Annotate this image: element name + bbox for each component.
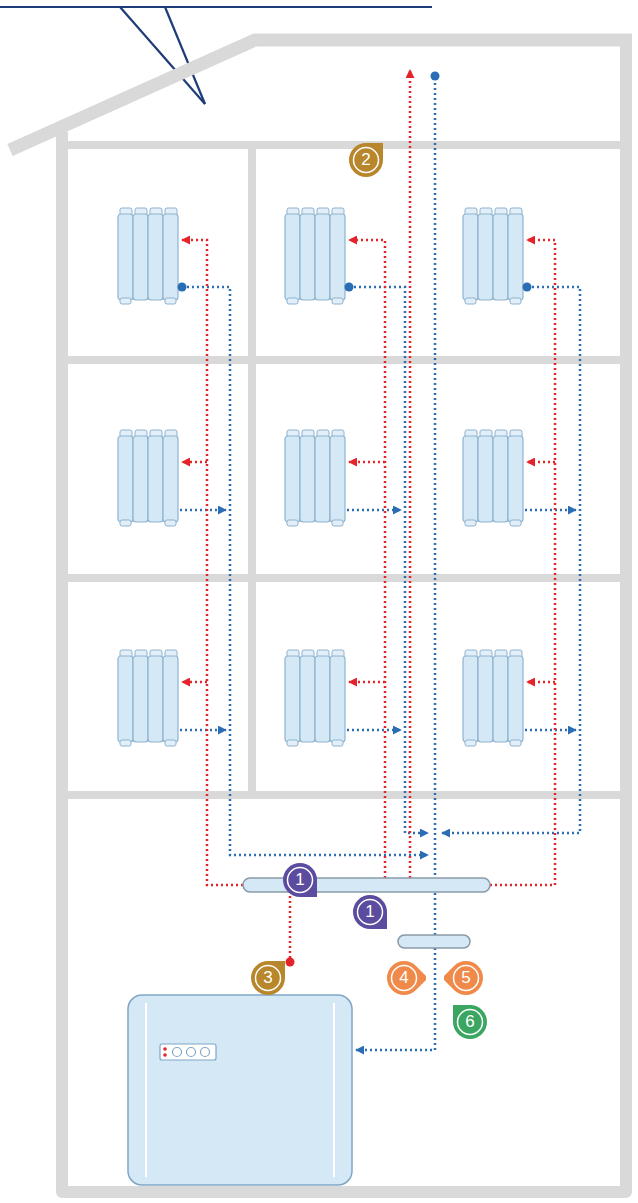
callout-number: 2	[344, 138, 388, 182]
callout-number-text: 1	[348, 890, 392, 934]
return-dots	[178, 72, 532, 292]
callout-pin-shape	[382, 956, 426, 1000]
callout-number: 1	[278, 858, 322, 902]
callout-number-text: 6	[448, 1000, 492, 1044]
callout-pin-shape	[444, 956, 488, 1000]
callout-number-text: 3	[246, 956, 290, 1000]
boiler	[128, 995, 352, 1185]
callout-number: 4	[382, 956, 426, 1000]
house-walls	[10, 40, 632, 1192]
callout-number-text: 1	[278, 858, 322, 902]
radiators	[118, 208, 523, 746]
manifolds	[243, 878, 490, 948]
return-pipes	[180, 78, 580, 1050]
callout-number: 5	[444, 956, 488, 1000]
supply-dot	[286, 958, 295, 967]
callout-number: 6	[448, 1000, 492, 1044]
callout-number-text: 5	[444, 956, 488, 1000]
callout-number: 3	[246, 956, 290, 1000]
callout-number-text: 4	[382, 956, 426, 1000]
supply-pipes	[182, 70, 555, 958]
callout-number-text: 2	[344, 138, 388, 182]
callout-number: 1	[348, 890, 392, 934]
